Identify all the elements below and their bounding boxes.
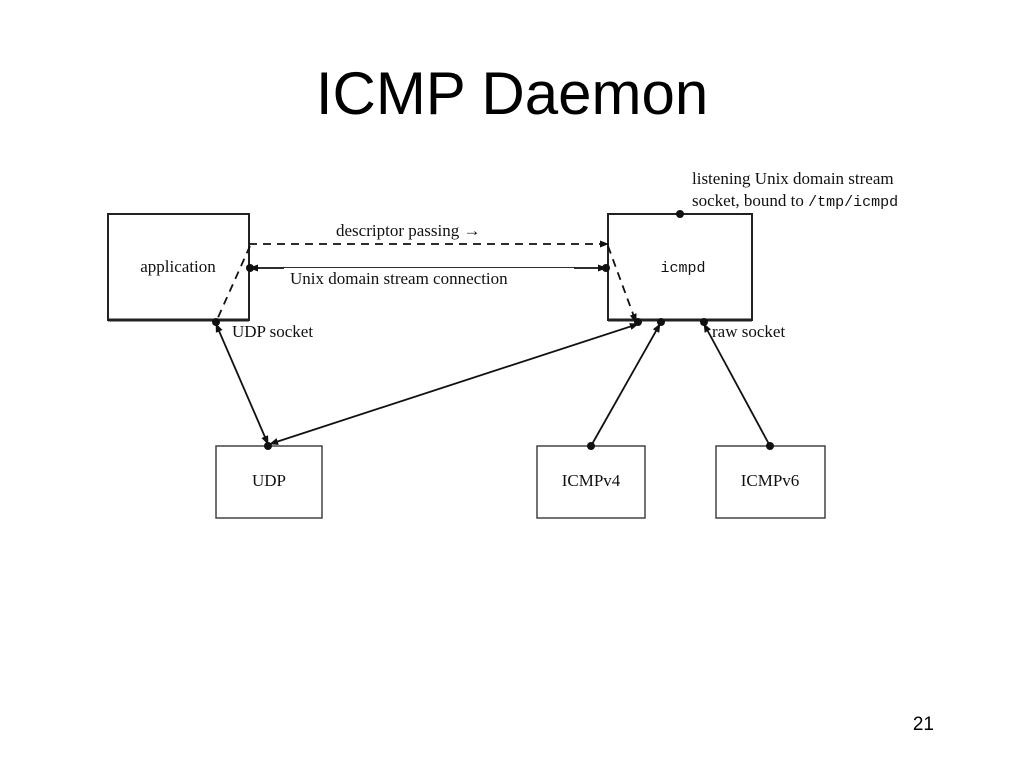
udp-label: UDP: [252, 471, 286, 490]
descriptor-passing-path: [215, 240, 637, 323]
page-number: 21: [912, 714, 934, 735]
raw-socket-label: raw socket: [712, 322, 785, 341]
icmpv6-label: ICMPv6: [741, 471, 800, 490]
connection-points: [212, 210, 774, 450]
application-node: application: [107, 213, 250, 322]
icmpd-node: icmpd: [607, 213, 753, 322]
icmpd-label: icmpd: [660, 260, 705, 277]
application-label: application: [140, 257, 216, 276]
icmpv4-node: ICMPv4: [536, 445, 646, 519]
slide-title: ICMP Daemon: [315, 60, 709, 127]
listening-socket-path: /tmp/icmpd: [808, 194, 898, 211]
icmpv4-raw-socket-arrow: [590, 323, 661, 447]
descriptor-passing-label: descriptor passing →: [336, 221, 480, 240]
icmpv6-raw-socket-arrow: [703, 323, 771, 447]
udp-node: UDP: [215, 445, 323, 519]
udp-icmpd-arrow: [269, 323, 639, 445]
udp-socket-arrow: [215, 323, 269, 445]
unix-stream-connection-label: Unix domain stream connection: [290, 269, 508, 288]
listening-socket-label-line2: socket, bound to /tmp/icmpd: [692, 191, 898, 211]
listening-socket-label-line1: listening Unix domain stream: [692, 169, 894, 188]
listening-socket-label-prefix: socket, bound to: [692, 191, 808, 210]
icmpv6-node: ICMPv6: [715, 445, 826, 519]
udp-socket-label: UDP socket: [232, 322, 313, 341]
icmpv4-label: ICMPv4: [562, 471, 621, 490]
